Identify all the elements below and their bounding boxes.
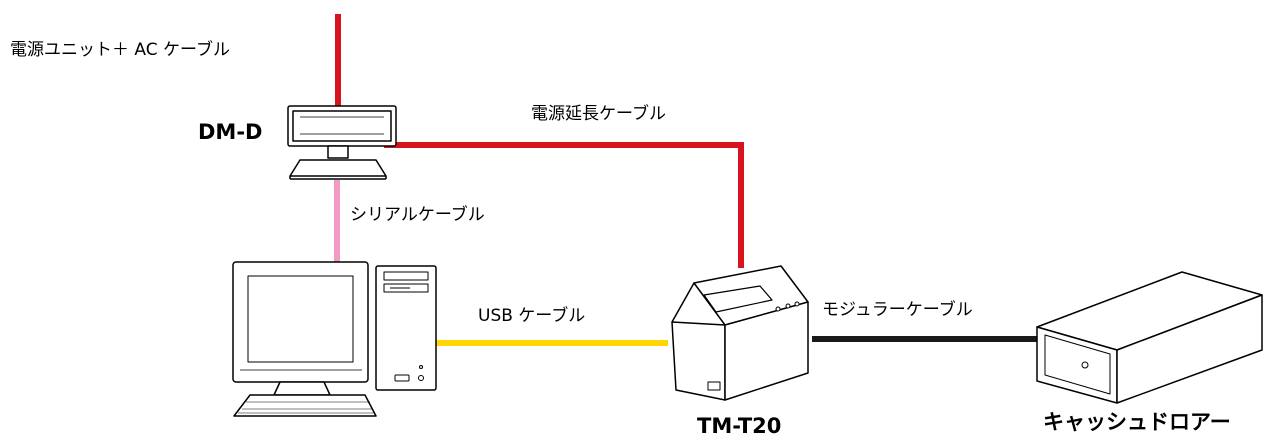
power-unit-cable-label: 電源ユニット＋ AC ケーブル <box>10 40 230 60</box>
pc-device <box>232 261 437 417</box>
cash-drawer-device <box>1036 271 1263 404</box>
cables <box>334 14 1046 346</box>
cash-drawer-label: キャッシュドロアー <box>1043 410 1231 434</box>
power-extension-cable <box>384 142 744 268</box>
customer-display-device <box>287 105 397 180</box>
serial-cable-label: シリアルケーブル <box>350 205 485 225</box>
modular-cable-label: モジュラーケーブル <box>822 300 973 320</box>
usb-cable-label: USB ケーブル <box>478 306 586 326</box>
power-extension-cable-label: 電源延長ケーブル <box>531 104 666 124</box>
printer-label: TM-T20 <box>697 414 782 438</box>
printer-device <box>671 265 809 401</box>
pc-tower <box>375 265 437 391</box>
pc-keyboard <box>233 394 377 417</box>
customer-display-label: DM-D <box>198 120 263 144</box>
